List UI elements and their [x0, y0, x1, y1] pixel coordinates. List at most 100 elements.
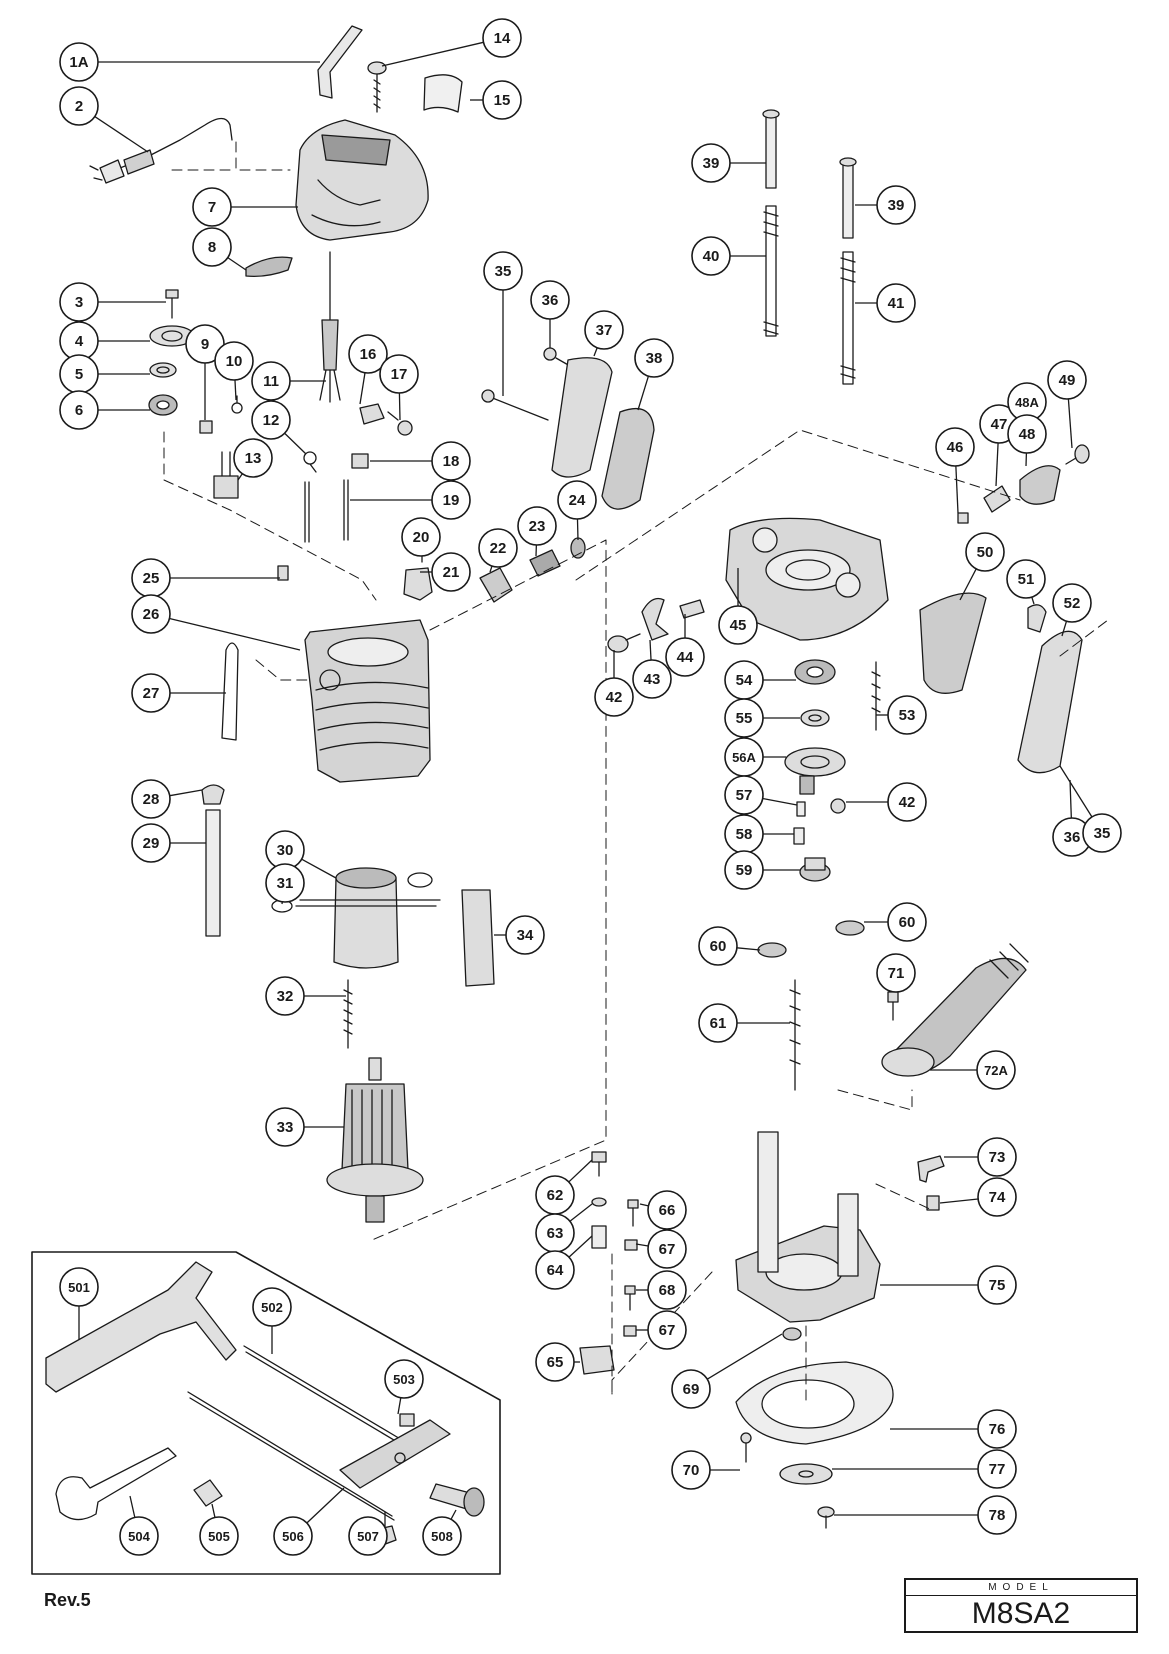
part-52-lever — [1017, 630, 1083, 774]
callout-51: 51 — [1006, 559, 1046, 599]
part-46-pin — [957, 512, 969, 524]
callout-label: 62 — [547, 1187, 564, 1204]
part-71-screw — [887, 991, 899, 1021]
callout-label: 2 — [75, 98, 83, 115]
callout-1a: 1A — [59, 42, 99, 82]
callout-label: 60 — [899, 914, 916, 931]
callout-label: 54 — [736, 672, 753, 689]
part-56a-spindle-lock — [784, 747, 846, 795]
callout-19: 19 — [431, 480, 471, 520]
callout-label: 17 — [391, 366, 408, 383]
part-19-lead-wire — [343, 479, 349, 541]
callout-65: 65 — [535, 1342, 575, 1382]
part-69-nut — [782, 1327, 802, 1341]
callout-label: 67 — [659, 1322, 676, 1339]
part-34-switch — [461, 889, 495, 987]
callout-label: 66 — [659, 1202, 676, 1219]
callout-label: 5 — [75, 366, 83, 383]
part-41-threaded-rod — [840, 251, 856, 385]
callout-43: 43 — [632, 659, 672, 699]
callout-label: 43 — [644, 671, 661, 688]
callout-6: 6 — [59, 390, 99, 430]
model-caption: MODEL — [906, 1581, 1136, 1596]
callout-leader-2 — [94, 115, 149, 153]
part-43-wing-bolt — [641, 597, 669, 641]
callout-label: 15 — [494, 92, 511, 109]
part-73-wing-bolt — [917, 1155, 945, 1183]
callout-504: 504 — [119, 1516, 159, 1556]
callout-56a: 56A — [724, 737, 764, 777]
callout-508: 508 — [422, 1516, 462, 1556]
part-14-screw — [367, 61, 387, 113]
part-28-stopper — [201, 784, 225, 805]
callout-35: 35 — [1082, 813, 1122, 853]
callout-leader-26 — [169, 617, 301, 651]
callout-label: 22 — [490, 540, 507, 557]
callout-label: 29 — [143, 835, 160, 852]
callout-506: 506 — [273, 1516, 313, 1556]
part-59-nut — [799, 857, 831, 882]
callout-leader-74 — [939, 1198, 979, 1204]
callout-leader-64 — [568, 1235, 593, 1258]
callout-16: 16 — [348, 334, 388, 374]
callout-28: 28 — [131, 779, 171, 819]
part-72a-dust-guide — [881, 943, 1029, 1077]
part-25-set-screw — [277, 565, 289, 581]
callout-48: 48 — [1007, 414, 1047, 454]
callout-35: 35 — [483, 251, 523, 291]
part-5-washer — [149, 362, 177, 378]
callout-502: 502 — [252, 1287, 292, 1327]
callout-59: 59 — [724, 850, 764, 890]
callout-label: 30 — [277, 842, 294, 859]
callout-leader-67 — [635, 1243, 649, 1247]
part-10-terminal — [231, 395, 243, 414]
part-54-bearing — [794, 659, 836, 685]
callout-label: 35 — [495, 263, 512, 280]
callout-49: 49 — [1047, 360, 1087, 400]
callout-label: 505 — [208, 1529, 230, 1544]
callout-leader-49 — [1067, 398, 1073, 449]
callout-label: 35 — [1094, 825, 1111, 842]
callout-42: 42 — [887, 782, 927, 822]
callout-label: 4 — [75, 333, 84, 350]
model-number: M8SA2 — [971, 1597, 1071, 1630]
callout-leader-8 — [227, 257, 247, 271]
callout-label: 3 — [75, 294, 83, 311]
part-505-collet-sleeve — [193, 1479, 223, 1507]
part-62-bolt — [591, 1151, 607, 1177]
callout-61: 61 — [698, 1003, 738, 1043]
part-13-noise-suppressor — [213, 451, 239, 499]
callout-label: 63 — [547, 1225, 564, 1242]
callout-label: 25 — [143, 570, 160, 587]
callout-27: 27 — [131, 673, 171, 713]
callout-leader-37 — [593, 347, 598, 357]
callout-8: 8 — [192, 227, 232, 267]
callout-label: 44 — [677, 649, 694, 666]
callout-18: 18 — [431, 441, 471, 481]
callout-64: 64 — [535, 1250, 575, 1290]
model-box: MODEL M8SA2 — [904, 1578, 1138, 1633]
callout-5: 5 — [59, 354, 99, 394]
callout-23: 23 — [517, 506, 557, 546]
part-16-switch-holder — [359, 403, 385, 425]
part-65-stopper — [579, 1345, 615, 1375]
part-506-guide-block — [187, 1391, 451, 1521]
callout-label: 28 — [143, 791, 160, 808]
part-38-knob — [601, 407, 655, 510]
part-50-lever — [919, 592, 987, 694]
part-26-housing — [304, 619, 431, 783]
callout-leader-504 — [129, 1495, 136, 1518]
callout-label: 16 — [360, 346, 377, 363]
callout-label: 65 — [547, 1354, 564, 1371]
callout-label: 45 — [730, 617, 747, 634]
callout-label: 48A — [1015, 395, 1039, 410]
part-70-screw — [740, 1432, 752, 1463]
callout-leader-16 — [359, 372, 366, 405]
callout-label: 73 — [989, 1149, 1006, 1166]
callout-39: 39 — [691, 143, 731, 183]
callout-20: 20 — [401, 517, 441, 557]
part-51-knob — [1027, 604, 1047, 633]
revision-label: Rev.5 — [44, 1590, 91, 1610]
callout-label: 507 — [357, 1529, 379, 1544]
part-27-name-plate — [221, 642, 239, 741]
